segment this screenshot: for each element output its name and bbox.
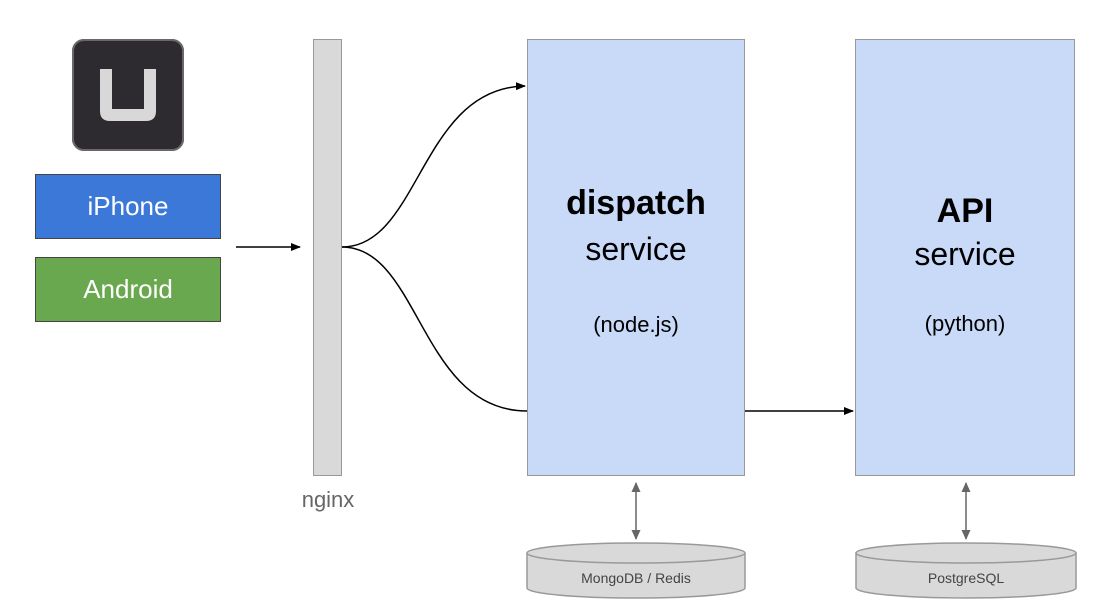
nginx-label: nginx xyxy=(301,487,355,512)
api-service-title: API xyxy=(936,192,994,230)
api-service-subtitle: service xyxy=(914,236,1016,272)
dispatch-service-box xyxy=(527,39,745,476)
uber-app-logo xyxy=(72,39,184,151)
api-service-tech: (python) xyxy=(924,311,1006,336)
dispatch-service-title: dispatch xyxy=(566,184,706,222)
dispatch-datastore-cylinder xyxy=(526,542,746,599)
api-datastore-cylinder xyxy=(855,542,1077,599)
dispatch-datastore-label: MongoDB / Redis xyxy=(581,570,691,586)
uber-u-icon xyxy=(100,69,156,121)
android-client-box: Android xyxy=(35,257,221,322)
dispatch-service-tech: (node.js) xyxy=(593,312,679,337)
nginx-to-dispatch-arrow xyxy=(341,82,526,248)
dispatch-service-subtitle: service xyxy=(585,231,687,267)
nginx-to-api-curve xyxy=(341,246,528,412)
api-datastore-label: PostgreSQL xyxy=(927,570,1005,586)
iphone-client-box: iPhone xyxy=(35,174,221,239)
nginx-proxy-bar xyxy=(313,39,342,476)
api-service-box xyxy=(855,39,1075,476)
